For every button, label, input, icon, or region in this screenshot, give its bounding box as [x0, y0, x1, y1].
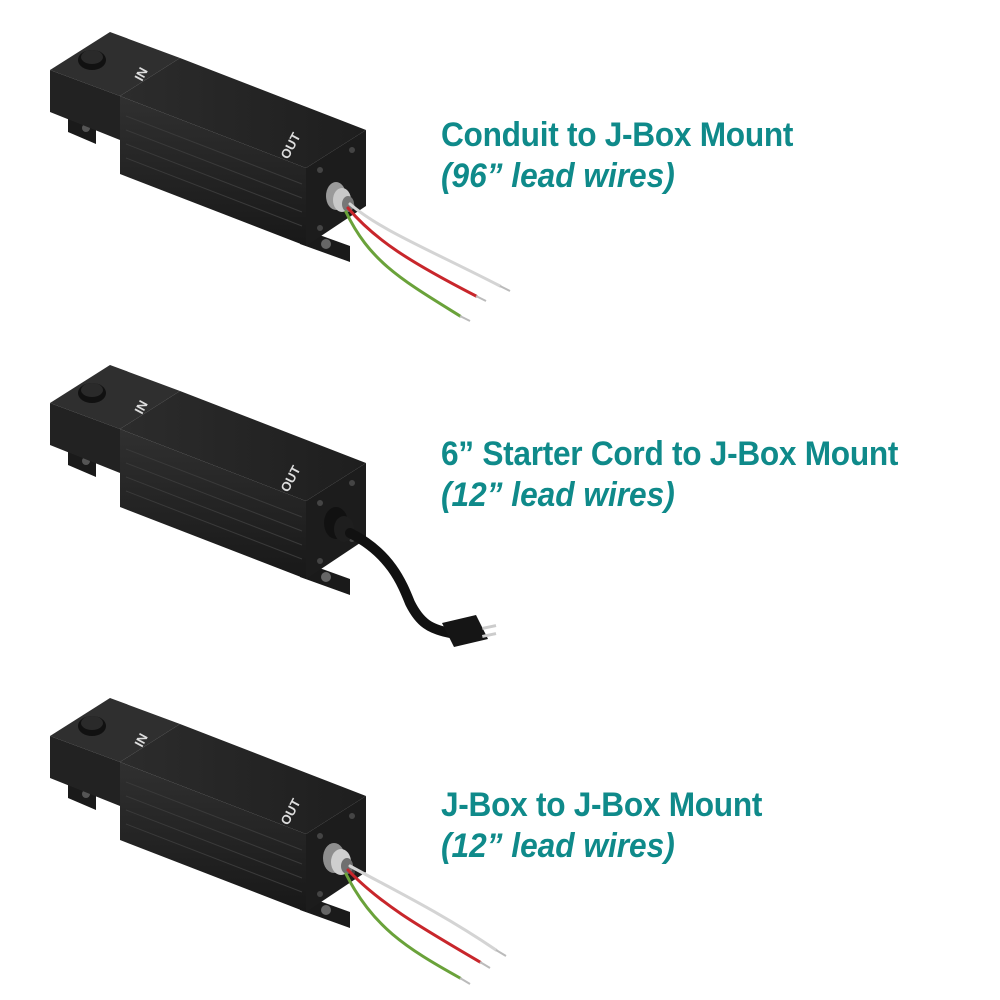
label-in: IN — [131, 65, 150, 84]
caption-conduit: Conduit to J-Box Mount (96” lead wires) — [441, 116, 820, 196]
product-panel-starter-cord: IN OUT 6” Starter Cord to J-Box Mount (1… — [0, 333, 1000, 666]
caption-starter-cord: 6” Starter Cord to J-Box Mount (12” lead… — [441, 435, 933, 515]
lead-wires — [344, 202, 502, 318]
led-driver-conduit-image: IN OUT — [50, 32, 511, 322]
product-panel-jbox: IN OUT J-Box to J-Box Mount (12” lead wi… — [0, 666, 1000, 999]
conduit-fitting-icon — [326, 182, 354, 212]
led-driver-jbox-image: IN OUT — [50, 698, 507, 985]
caption-subtitle: (12” lead wires) — [441, 476, 675, 514]
caption-title: 6” Starter Cord to J-Box Mount — [441, 435, 899, 473]
caption-jbox: J-Box to J-Box Mount (12” lead wires) — [441, 786, 786, 866]
caption-subtitle: (12” lead wires) — [441, 827, 675, 865]
led-driver-starter-cord-image: IN OUT — [50, 365, 497, 647]
caption-title: J-Box to J-Box Mount — [441, 786, 763, 824]
label-in: IN — [131, 731, 150, 750]
product-panel-conduit: IN OUT Conduit to J-Box Mount (96” lead … — [0, 0, 1000, 333]
label-in: IN — [131, 398, 150, 417]
caption-subtitle: (96” lead wires) — [441, 157, 675, 195]
starter-cord-plug-icon — [324, 507, 497, 647]
caption-title: Conduit to J-Box Mount — [441, 116, 794, 154]
lead-wires — [344, 864, 498, 980]
